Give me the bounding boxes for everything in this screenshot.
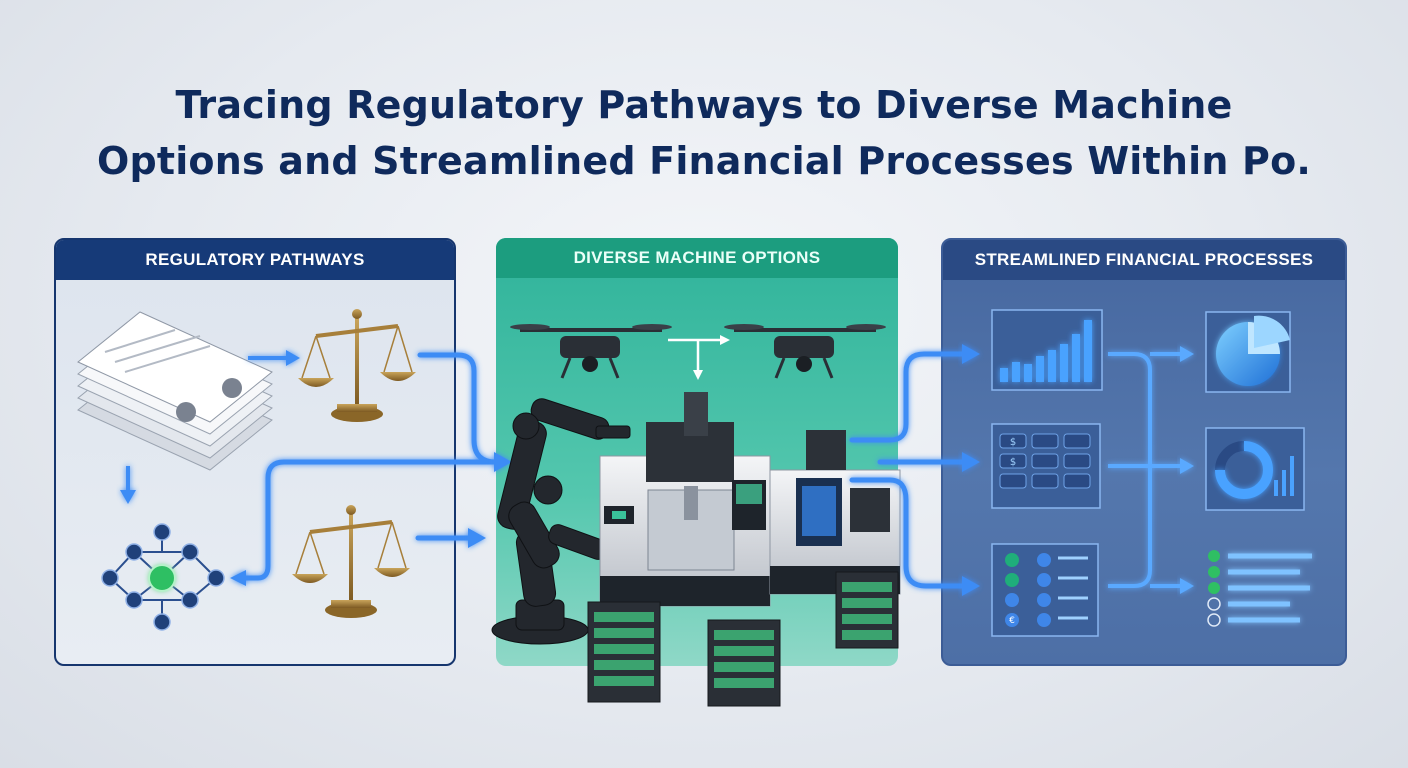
scales-of-justice-icon bbox=[298, 309, 416, 422]
dollar-symbol: $ bbox=[1010, 457, 1016, 468]
checklist-icon bbox=[1207, 550, 1312, 627]
scales-of-justice-icon bbox=[292, 505, 410, 618]
pie-chart-icon bbox=[1205, 311, 1291, 393]
network-graph-icon bbox=[101, 523, 225, 631]
title-line-1: Tracing Regulatory Pathways to Diverse M… bbox=[175, 83, 1233, 128]
flow-arrows-right bbox=[849, 351, 965, 589]
drone-icon bbox=[724, 324, 886, 379]
currency-tile-grid: $ $ bbox=[991, 423, 1101, 509]
page-title: Tracing Regulatory Pathways to Diverse M… bbox=[0, 77, 1408, 189]
flow-arrows-left bbox=[237, 352, 499, 581]
arrow-docs-down bbox=[120, 466, 136, 504]
cnc-machine-icon bbox=[599, 392, 901, 607]
euro-symbol: € bbox=[1009, 616, 1015, 626]
robot-arm-icon bbox=[491, 398, 631, 645]
title-line-2: Options and Streamlined Financial Proces… bbox=[96, 139, 1312, 184]
arrow-heads-left bbox=[230, 452, 512, 586]
bar-chart-icon bbox=[991, 309, 1103, 391]
arrow-docs-to-scale bbox=[248, 350, 300, 366]
documents-stack-icon bbox=[77, 311, 273, 471]
drone-link-arrows bbox=[668, 338, 722, 372]
arrow-heads-right bbox=[962, 344, 980, 596]
euro-tile-grid: € bbox=[991, 543, 1099, 637]
donut-chart-icon bbox=[1205, 427, 1305, 511]
server-rack-icon bbox=[707, 619, 781, 707]
streamlined-financial-processes-header: Streamlined Financial Processes bbox=[943, 240, 1345, 280]
regulatory-pathways-header: Regulatory Pathways bbox=[56, 240, 454, 280]
server-rack-icon bbox=[587, 601, 661, 703]
regulatory-pathways-panel: Regulatory Pathways bbox=[54, 238, 456, 666]
branch-connector bbox=[1108, 352, 1180, 588]
server-rack-icon bbox=[835, 571, 899, 649]
dollar-symbol: $ bbox=[1010, 437, 1016, 448]
diverse-machine-options-header: Diverse Machine Options bbox=[496, 238, 898, 278]
branch-arrowheads bbox=[1180, 346, 1194, 594]
drone-link-arrowheads bbox=[693, 335, 730, 380]
drone-icon bbox=[510, 324, 672, 379]
